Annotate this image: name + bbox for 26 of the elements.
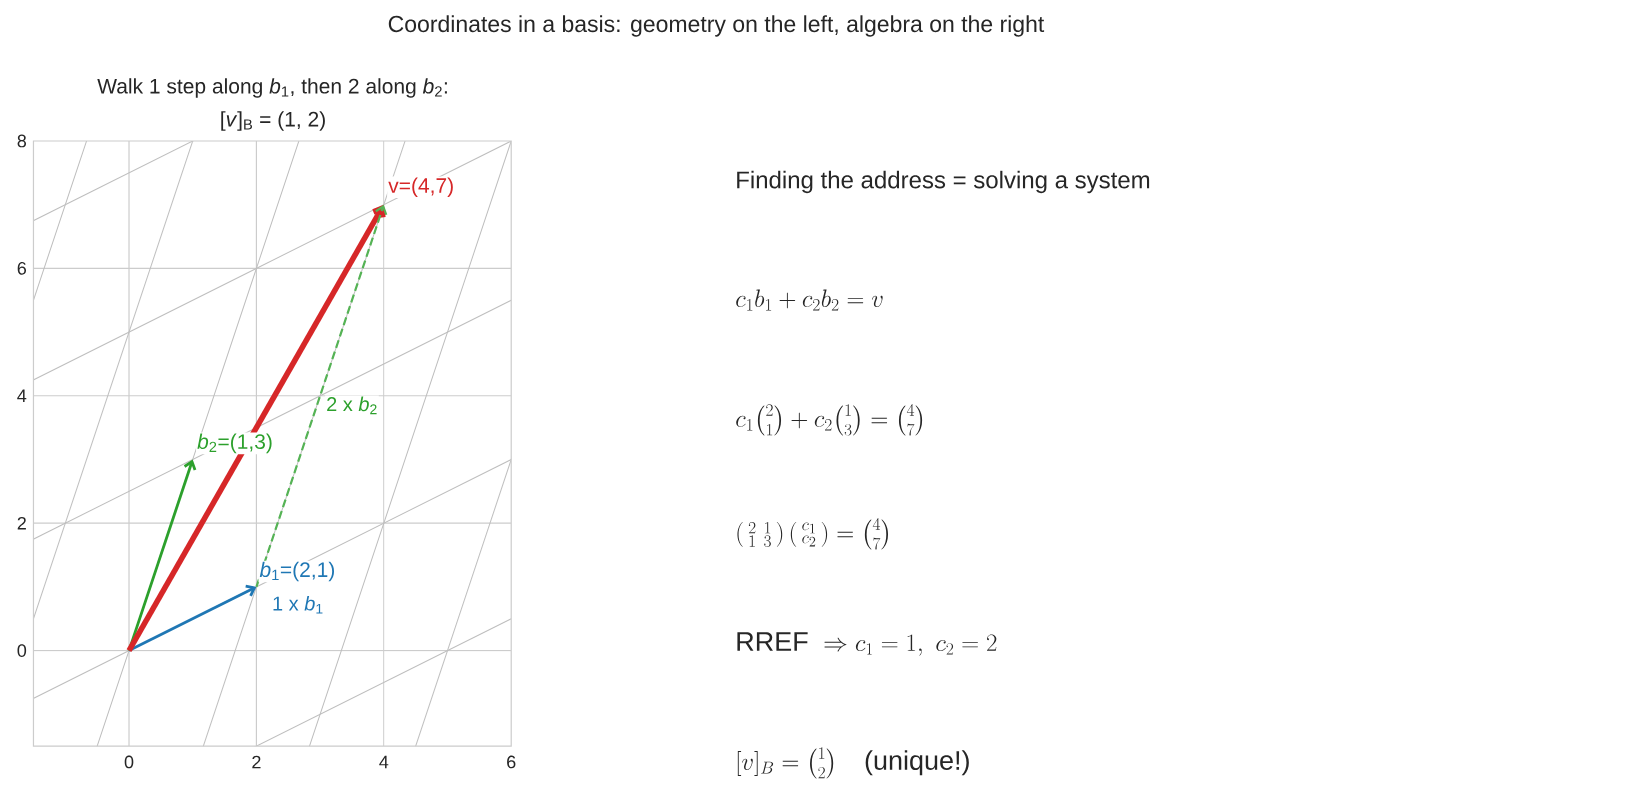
panel-title: Walk 1 step along b$_{1}$, then 2 along b$_{2}$: bbox=[97, 78, 447, 98]
tick-label: 2 bbox=[17, 516, 26, 530]
tick-label: 4 bbox=[379, 755, 389, 769]
vector-label: v=(4,7) bbox=[387, 176, 456, 199]
tick-label: 6 bbox=[507, 755, 516, 769]
vector-arrow bbox=[128, 584, 257, 652]
tick-label: 4 bbox=[17, 389, 27, 402]
vector-arrow bbox=[126, 204, 386, 652]
vector-arrow bbox=[255, 204, 388, 588]
equation: $[v]_B=\tbinom{1}{2}\quad\text{(unique!)}$ bbox=[737, 747, 969, 779]
tick-label: 8 bbox=[17, 134, 27, 148]
equation: $\text{RREF }\Rightarrow c_1=1,\ c_2=2$ bbox=[737, 632, 997, 656]
tick-label: 6 bbox=[17, 262, 26, 275]
edge-label: 1 x b$_{1}$ bbox=[271, 594, 325, 615]
title: Coordinates in a basis: geometry on the left, algebra on the right bbox=[388, 15, 1045, 37]
equation: $c_1\tbinom{2}{1}+c_2\tbinom{1}{3}=\tbinom{4}{7}$ bbox=[736, 404, 923, 436]
vector-label: b$_{1}$=(2,1) bbox=[258, 560, 337, 583]
tick-label: 0 bbox=[124, 755, 134, 769]
vector-label: b$_{2}$=(1,3) bbox=[196, 432, 274, 455]
tick-label: 0 bbox=[17, 644, 27, 657]
section-heading: Finding the address = solving a system bbox=[737, 170, 1150, 194]
panel-title: [v]$_{B}$ = (1, 2) bbox=[221, 111, 325, 131]
tick-label: 2 bbox=[252, 755, 261, 769]
edge-label: 2 x b$_{2}$ bbox=[325, 395, 379, 416]
equation: $\left(\begin{smallmatrix}2&1\\1&3\end{smallmatrix}\right)\left(\begin{smallmatrix}c_1\\c_2\end{smallmatrix}\right)=\tbinom{4}{7}$ bbox=[737, 518, 888, 550]
equation: $c_1b_1+c_2b_2=v$ bbox=[736, 289, 883, 311]
